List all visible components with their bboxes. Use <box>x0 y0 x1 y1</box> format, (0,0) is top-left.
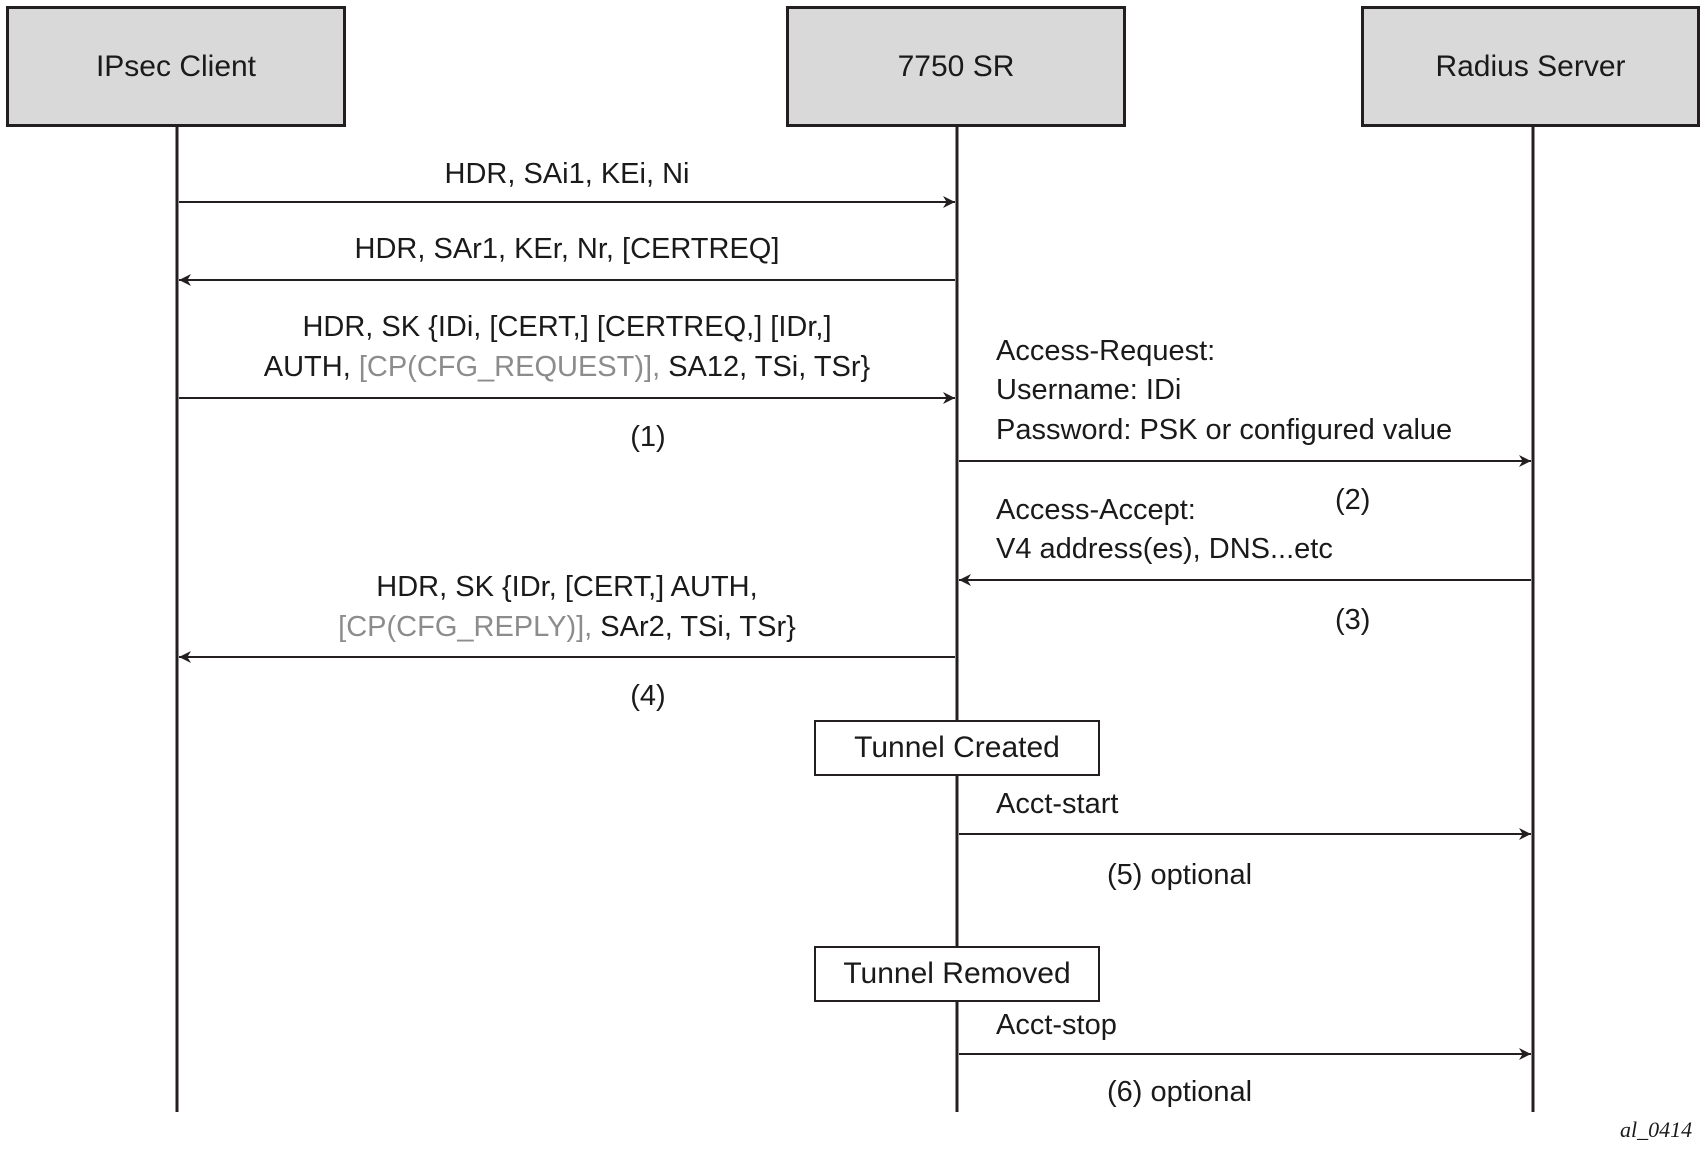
figure-id: al_0414 <box>1620 1117 1693 1142</box>
participant-label: IPsec Client <box>95 49 257 83</box>
access-request-title: Access-Request: <box>996 335 1216 367</box>
access-accept-attributes: V4 address(es), DNS...etc <box>996 533 1333 565</box>
participant-label: 7750 SR <box>897 49 1015 83</box>
step-label-5: (5) optional <box>1107 859 1253 891</box>
event-label: Tunnel Created <box>854 731 1060 764</box>
participant-ipsec-client: IPsec Client <box>6 6 346 127</box>
event-label: Tunnel Removed <box>843 957 1071 990</box>
message-ike-auth-response-line1: HDR, SK {IDr, [CERT,] AUTH, <box>376 571 758 603</box>
message-ike-sa-init-request: HDR, SAi1, KEi, Ni <box>444 158 690 190</box>
message-ike-auth-response-line2: [CP(CFG_REPLY)], SAr2, TSi, TSr} <box>179 607 955 647</box>
step-label-2: (2) <box>1335 484 1371 516</box>
step-label-3: (3) <box>1335 604 1371 636</box>
step-label-4: (4) <box>630 680 666 712</box>
access-accept-title: Access-Accept: <box>996 494 1196 526</box>
access-request-password: Password: PSK or configured value <box>996 414 1453 446</box>
step-label-6: (6) optional <box>1107 1076 1253 1108</box>
event-tunnel-removed: Tunnel Removed <box>814 946 1100 1002</box>
cfg-reply-payload: [CP(CFG_REPLY)], <box>338 611 593 643</box>
access-request-username: Username: IDi <box>996 374 1182 406</box>
message-text: AUTH, <box>263 351 359 383</box>
participant-7750-sr: 7750 SR <box>786 6 1126 127</box>
message-text: SA12, TSi, TSr} <box>660 351 871 383</box>
message-text: SAr2, TSi, TSr} <box>592 611 796 643</box>
event-tunnel-created: Tunnel Created <box>814 720 1100 776</box>
step-label-1: (1) <box>630 421 666 453</box>
message-ike-auth-request-line2: AUTH, [CP(CFG_REQUEST)], SA12, TSi, TSr} <box>179 347 955 387</box>
participant-label: Radius Server <box>1435 49 1626 83</box>
message-ike-auth-request-line1: HDR, SK {IDi, [CERT,] [CERTREQ,] [IDr,] <box>302 311 832 343</box>
participant-radius-server: Radius Server <box>1361 6 1700 127</box>
message-ike-sa-init-response: HDR, SAr1, KEr, Nr, [CERTREQ] <box>354 233 780 265</box>
acct-start-label: Acct-start <box>996 788 1119 820</box>
acct-stop-label: Acct-stop <box>996 1009 1117 1041</box>
cfg-request-payload: [CP(CFG_REQUEST)], <box>358 351 661 383</box>
